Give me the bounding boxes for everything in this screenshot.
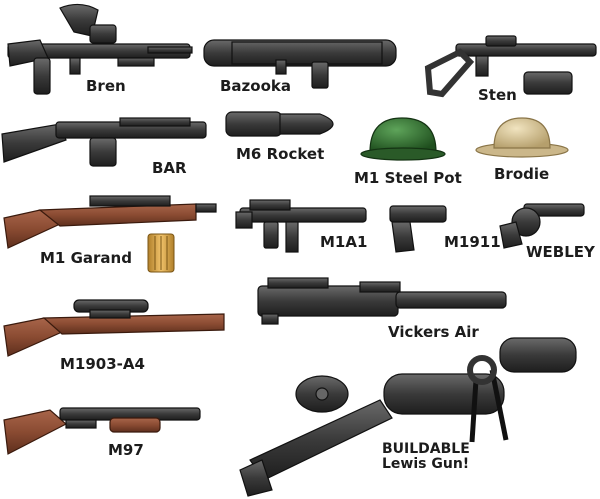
m6-rocket-icon xyxy=(225,111,334,137)
label-lewis-gun: BUILDABLE Lewis Gun! xyxy=(382,441,470,473)
m1-garand-rifle-icon xyxy=(3,195,217,249)
m1-steel-pot-helmet-icon xyxy=(360,117,446,161)
sten-gun-icon xyxy=(424,35,597,98)
label-m1903-a4: M1903-A4 xyxy=(60,355,145,373)
label-webley: WEBLEY xyxy=(526,243,595,261)
vickers-machine-gun-icon xyxy=(257,277,507,325)
lewis-gun-icon xyxy=(239,337,577,497)
m1903-a4-rifle-icon xyxy=(3,299,225,357)
label-vickers-air: Vickers Air xyxy=(388,323,479,341)
bar-rifle-icon xyxy=(1,117,207,167)
ammo-clip-icon xyxy=(147,233,175,273)
label-m1911: M1911 xyxy=(444,233,501,251)
label-m1a1: M1A1 xyxy=(320,233,368,251)
m1911-pistol-icon xyxy=(389,205,447,253)
bren-gun-icon xyxy=(7,3,193,95)
webley-revolver-icon xyxy=(499,203,585,249)
m97-shotgun-icon xyxy=(3,407,201,455)
label-brodie: Brodie xyxy=(494,165,550,183)
brodie-helmet-icon xyxy=(475,117,569,158)
label-bren: Bren xyxy=(86,77,126,95)
label-m97: M97 xyxy=(108,441,144,459)
bazooka-icon xyxy=(203,39,397,89)
label-bar: BAR xyxy=(152,159,187,177)
label-m1-garand: M1 Garand xyxy=(40,249,132,267)
label-lewis-gun-line2: Lewis Gun! xyxy=(382,456,470,473)
m1a1-carbine-icon xyxy=(235,199,367,253)
label-m1-steel-pot: M1 Steel Pot xyxy=(354,169,462,187)
label-bazooka: Bazooka xyxy=(220,77,291,95)
label-sten: Sten xyxy=(478,86,517,104)
label-m6-rocket: M6 Rocket xyxy=(236,145,325,163)
label-lewis-gun-line1: BUILDABLE xyxy=(382,441,470,457)
